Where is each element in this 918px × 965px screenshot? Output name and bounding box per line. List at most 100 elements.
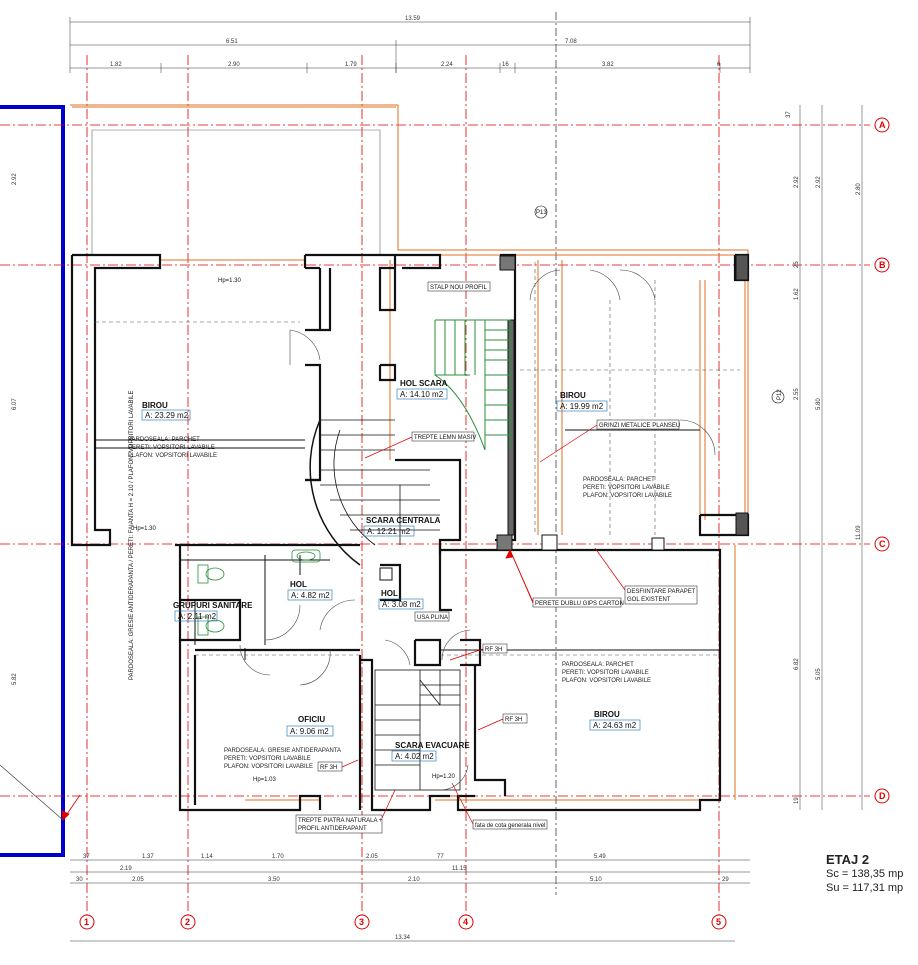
dim-right-c2: 11.09 — [856, 525, 862, 540]
svg-text:TREPTE PIATRA NATURALA +: TREPTE PIATRA NATURALA + — [298, 818, 383, 824]
svg-text:D: D — [879, 791, 886, 801]
hp-label-a: Hp=1.30 — [218, 278, 242, 284]
central-stair — [309, 419, 440, 566]
hp-label-b: Hp=1.30 — [133, 526, 157, 532]
dim-top-c4: 2.24 — [441, 62, 453, 68]
top-dimension-lines — [69, 17, 751, 73]
axis-bubble-2: 2 — [180, 914, 196, 930]
dim-top-a: 6.51 — [226, 39, 238, 45]
callout-fata-decota: fata de cota generala nivel — [451, 782, 548, 830]
axis-bubble-5: 5 — [711, 914, 727, 930]
svg-text:4: 4 — [463, 917, 468, 927]
left-dimension-labels: 2.92 6.07 5.82 — [12, 173, 18, 685]
axis-bubble-a: A — [874, 117, 890, 133]
svg-text:HOL: HOL — [290, 580, 307, 589]
svg-text:P13: P13 — [536, 210, 547, 216]
sanitary-fixtures — [197, 549, 321, 636]
hp-label-c: Hp=1.03 — [253, 777, 277, 783]
svg-text:A: 12.21 m2: A: 12.21 m2 — [367, 527, 411, 536]
svg-text:RF 3H: RF 3H — [485, 647, 502, 653]
svg-text:PLAFON: VOPSITORI LAVABILE: PLAFON: VOPSITORI LAVABILE — [583, 493, 672, 499]
axis-bubble-4: 4 — [458, 914, 474, 930]
dim-left-c: 5.82 — [12, 673, 18, 685]
dim-right-a2: 2.92 — [794, 176, 800, 188]
svg-text:PLAFON: VOPSITORI LAVABILE: PLAFON: VOPSITORI LAVABILE — [562, 678, 651, 684]
svg-text:RF 3H: RF 3H — [320, 765, 337, 771]
svg-text:BIROU: BIROU — [560, 391, 586, 400]
svg-text:BIROU: BIROU — [594, 710, 620, 719]
dim-top-c3: 1.79 — [345, 62, 357, 68]
svg-text:P12: P12 — [777, 389, 783, 400]
svg-text:PERETI: VOPSITORI LAVABILE: PERETI: VOPSITORI LAVABILE — [128, 445, 215, 451]
dim-right-a4: 1.62 — [794, 288, 800, 300]
callout-rf3h-b: RF 3H — [477, 713, 528, 731]
dim-right-a3: 25 — [794, 261, 800, 268]
dim-right-c1: 2.80 — [856, 183, 862, 195]
dim-bot-c6: 29 — [722, 877, 729, 883]
dim-top-c6: 3.82 — [602, 62, 614, 68]
room-hol-2: HOL A: 3.08 m2 — [378, 589, 424, 610]
svg-text:BIROU: BIROU — [142, 401, 168, 410]
svg-text:GRINZI METALICE PLANSEU: GRINZI METALICE PLANSEU — [599, 423, 680, 429]
svg-text:PLAFON: VOPSITORI LAVABILE: PLAFON: VOPSITORI LAVABILE — [128, 453, 217, 459]
svg-text:3: 3 — [359, 917, 364, 927]
dim-bot-c1: 30 — [76, 877, 83, 883]
dim-right-b1: 2.92 — [816, 176, 822, 188]
svg-text:A: 3.08 m2: A: 3.08 m2 — [382, 600, 421, 609]
room-birou-3: BIROU A: 24.63 m2 PARDOSEALA: PARCHET PE… — [562, 662, 651, 731]
dim-bot-a5: 2.05 — [366, 854, 378, 860]
svg-text:A: 4.82 m2: A: 4.82 m2 — [291, 591, 330, 600]
svg-text:USA PLINA: USA PLINA — [417, 615, 448, 621]
svg-text:GOL EXISTENT: GOL EXISTENT — [627, 597, 671, 603]
axis-bubble-1: 1 — [79, 914, 95, 930]
callout-trepte-lemn: TREPTE LEMN MASIV — [364, 431, 476, 459]
callout-rf3h-c: RF 3H — [317, 759, 359, 772]
dim-bot-a3: 1.14 — [201, 854, 213, 860]
room-hol-1: HOL A: 4.82 m2 — [287, 580, 333, 601]
door-swings — [239, 269, 716, 791]
svg-text:A: A — [879, 120, 886, 130]
dim-left-a: 2.92 — [12, 173, 18, 185]
green-stair — [434, 319, 511, 451]
svg-text:A: 24.63 m2: A: 24.63 m2 — [593, 721, 637, 730]
marker-p12: P12 — [771, 389, 785, 404]
right-dimension-lines — [799, 105, 863, 810]
callout-rf3h-a: RF 3H — [449, 643, 508, 661]
right-dimension-labels: 37 2.92 25 1.62 2.55 6.82 19 2.92 5.80 5… — [786, 111, 862, 804]
callout-usa-plina: USA PLINA — [414, 611, 450, 622]
svg-text:fata de cota generala nivel: fata de cota generala nivel — [475, 823, 545, 829]
dim-bot-c2: 2.05 — [132, 877, 144, 883]
dim-right-b3: 5.05 — [816, 668, 822, 680]
svg-text:A: 23.29 m2: A: 23.29 m2 — [145, 411, 189, 420]
dim-bot-b1: 2.19 — [120, 866, 132, 872]
dim-right-a6: 6.82 — [794, 658, 800, 670]
svg-text:RF 3H: RF 3H — [505, 717, 522, 723]
marker-p13: P13 — [534, 205, 547, 219]
bottom-dimension-lines — [70, 859, 750, 942]
svg-text:TREPTE LEMN MASIV: TREPTE LEMN MASIV — [414, 435, 476, 441]
dim-bot-a7: 5.49 — [594, 854, 606, 860]
svg-text:A: 2.11 m2: A: 2.11 m2 — [178, 612, 217, 621]
callout-grinzi: GRINZI METALICE PLANSEU — [539, 419, 680, 463]
svg-text:DESFIINTARE PARAPET: DESFIINTARE PARAPET — [627, 589, 696, 595]
room-labels: BIROU A: 23.29 m2 PARDOSEALA: PARCHET PE… — [128, 379, 672, 770]
axis-bubbles: 1 2 3 4 5 A B C — [79, 117, 890, 930]
room-grupuri-sanitare: GRUPURI SANITARE A: 2.11 m2 — [173, 601, 253, 622]
svg-text:PARDOSEALA: GRESIE ANTIDERAPAN: PARDOSEALA: GRESIE ANTIDERAPANTA — [224, 748, 341, 754]
dim-right-a5: 2.55 — [794, 388, 800, 400]
dim-bot-c5: 5.10 — [590, 877, 602, 883]
svg-text:SCARA CENTRALA: SCARA CENTRALA — [366, 516, 441, 525]
room-oficiu: OFICIU A: 9.06 m2 PARDOSEALA: GRESIE ANT… — [224, 715, 341, 770]
svg-text:A: 14.10 m2: A: 14.10 m2 — [400, 390, 444, 399]
dim-top-b: 7.08 — [565, 39, 577, 45]
evacuation-stair — [374, 669, 461, 791]
dim-top-c7: 6 — [717, 62, 721, 68]
svg-text:PARDOSEALA: PARCHET: PARDOSEALA: PARCHET — [583, 477, 655, 483]
dim-bot-b2: 11.15 — [452, 866, 467, 872]
svg-text:PLAFON: VOPSITORI LAVABILE: PLAFON: VOPSITORI LAVABILE — [224, 764, 313, 770]
dim-bot-a6: 77 — [437, 854, 444, 860]
dim-right-a1: 37 — [786, 111, 792, 118]
red-arrows — [61, 549, 534, 821]
dim-left-b: 6.07 — [12, 398, 18, 410]
title-block: ETAJ 2 Sc = 138,35 mp Su = 117,31 mp — [826, 852, 903, 895]
